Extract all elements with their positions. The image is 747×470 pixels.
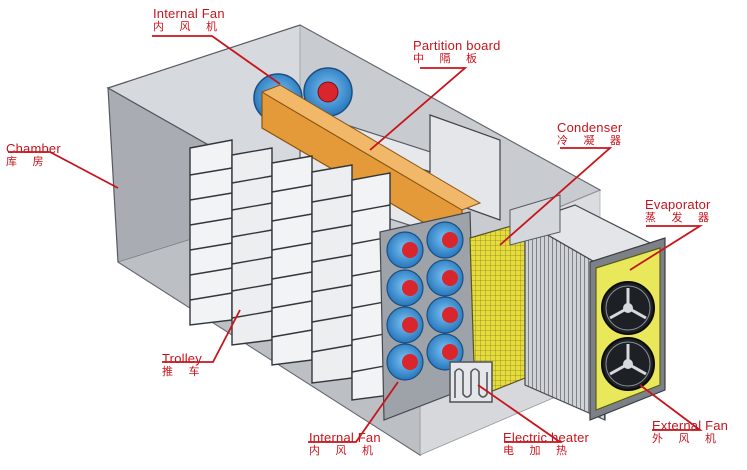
external-fans — [601, 281, 655, 391]
callout-zh: 外 风 机 — [652, 431, 722, 445]
callout-partition-board: Partition board 中 隔 板 — [413, 39, 501, 64]
callout-chamber: Chamber 库 房 — [6, 142, 61, 167]
callout-zh: 内 风 机 — [309, 443, 379, 457]
callout-zh: 内 风 机 — [153, 19, 223, 33]
callout-evaporator: Evaporator 蒸 发 器 — [645, 198, 715, 223]
callout-external-fan: External Fan 外 风 机 — [652, 419, 728, 444]
callout-internal-fan-top: Internal Fan 内 风 机 — [153, 7, 225, 32]
callout-en: Partition board — [413, 38, 501, 53]
callout-condenser: Condenser 冷 凝 器 — [557, 121, 627, 146]
leader-lines — [8, 35, 704, 443]
callout-en: External Fan — [652, 418, 729, 433]
callout-electric-heater: Electric heater 电 加 热 — [503, 431, 589, 456]
outdoor-unit — [509, 194, 666, 421]
callout-zh: 库 房 — [6, 154, 50, 168]
callout-en: Chamber — [6, 141, 61, 156]
callout-en: Condenser — [557, 120, 623, 135]
trolley-racks-front — [189, 139, 391, 401]
callout-internal-fan-bottom: Internal Fan 内 风 机 — [309, 431, 381, 456]
callout-en: Internal Fan — [153, 6, 225, 21]
callout-zh: 中 隔 板 — [413, 51, 483, 65]
callout-en: Trolley — [162, 351, 202, 366]
callout-en: Electric heater — [503, 430, 590, 445]
callout-zh: 冷 凝 器 — [557, 133, 627, 147]
callout-zh: 电 加 热 — [503, 443, 573, 457]
callout-zh: 蒸 发 器 — [645, 210, 715, 224]
electric-heater — [449, 361, 493, 403]
callout-en: Internal Fan — [309, 430, 381, 445]
callout-zh: 推 车 — [162, 364, 206, 378]
callout-trolley: Trolley 推 车 — [162, 352, 206, 377]
callout-en: Evaporator — [645, 197, 711, 212]
